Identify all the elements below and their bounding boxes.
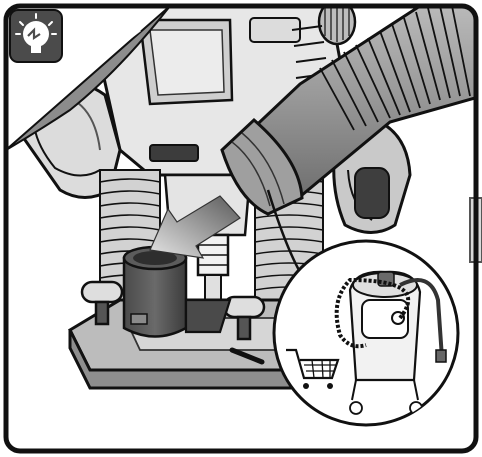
zoom-callout (274, 241, 458, 425)
